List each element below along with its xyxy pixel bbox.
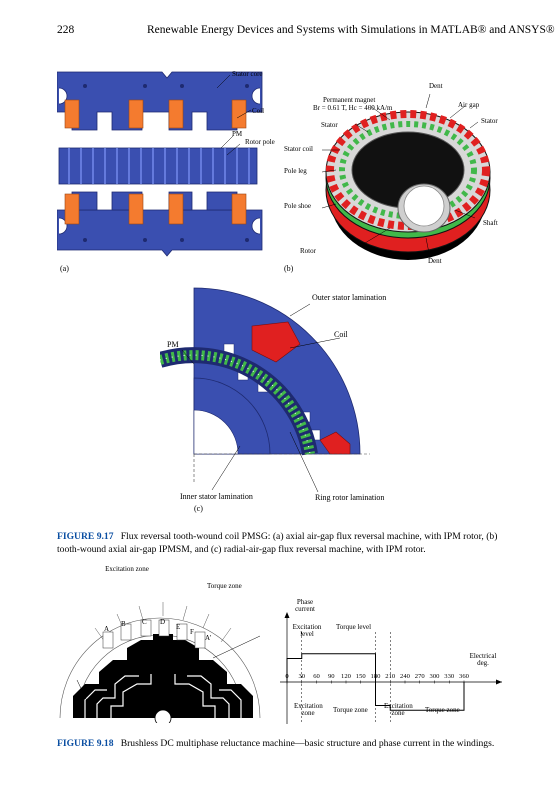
caption-figure-9-17: FIGURE 9.17 Flux reversal tooth-wound co… [57,531,503,557]
x-axis-arrow [496,679,502,685]
figure-number: FIGURE 9.17 [57,531,114,542]
label-dent-bottom: Dent [428,257,442,265]
panel-a-label: (a) [60,264,69,273]
label-torque-level: Torque level [336,623,372,631]
chart-ylabel: Phase current [295,598,315,614]
label-pole-shoe: Pole shoe [284,202,312,210]
x-tick-label: 30 [298,673,305,680]
figure-918-machine-structure [59,602,261,723]
label-excitation-zone-top: Excitation zone [105,565,149,573]
label-permanent-magnet: Permanent magnet [323,96,376,104]
x-tick-label: 270 [415,673,426,680]
x-tick-label: 210 [385,673,396,680]
label-torque-zone-top: Torque zone [207,582,242,590]
label-coil-a: Coil [252,107,265,115]
phase-letter-a: A [104,625,110,633]
x-tick-label: 330 [444,673,455,680]
label-pm-a: PM [232,130,243,138]
label-rotor-pole: Rotor pole [245,138,275,146]
running-title: Renewable Energy Devices and Systems wit… [147,24,555,36]
zone-label-4: Torque zone [425,706,460,714]
x-tick-label: 150 [356,673,367,680]
phase-letter-a-prime: A' [205,634,212,642]
panel-c-label: (c) [194,504,203,513]
x-tick-label: 300 [430,673,441,680]
label-pole-leg: Pole leg [284,167,307,175]
y-axis-arrow [284,612,290,618]
label-coil-c: Coil [334,330,348,339]
label-excitation-level: Excitation level [292,623,322,639]
panel-b-label: (b) [284,264,294,273]
x-tick-label: 240 [400,673,411,680]
label-magnet-spec: Br = 0.61 T, Hc = 460 kA/m [313,104,393,112]
phase-letter-f: F [190,628,194,636]
label-inner-stator: Inner stator lamination [180,492,253,501]
label-rotor: Rotor [300,247,316,255]
phase-letter-b: B [121,620,126,628]
zone-label-3: Excitation zone [384,702,413,718]
caption-text: Flux reversal tooth-wound coil PMSG: (a)… [57,531,498,555]
zone-label-2: Torque zone [333,706,368,714]
zone-label-1: Excitation zone [294,702,323,718]
label-shaft: Shaft [483,219,498,227]
caption-figure-9-18: FIGURE 9.18 Brushless DC multiphase relu… [57,738,507,751]
page-number: 228 [57,24,75,36]
figure-number: FIGURE 9.18 [57,738,114,749]
label-stator-coil: Stator coil [284,145,313,153]
label-dent-top: Dent [429,82,443,90]
x-tick-label: 90 [328,673,335,680]
x-tick-label: 360 [459,673,470,680]
x-tick-label: 60 [313,673,320,680]
label-stator-inner: Stator [321,121,338,129]
figure-c-radial-machine [160,287,370,492]
figure-b-axial-ipmsm [321,93,491,260]
phase-current-line [286,653,465,711]
chart-xlabel: Electrical deg. [469,652,497,668]
label-pm-c: PM [167,340,179,349]
label-ring-rotor: Ring rotor lamination [315,493,385,502]
label-air-gap: Air gap [458,101,480,109]
caption-text: Brushless DC multiphase reluctance machi… [120,738,495,749]
label-outer-stator: Outer stator lamination [312,293,387,302]
label-stator-outer: Stator [481,117,498,125]
phase-letter-c: C [142,618,147,626]
phase-letter-e: E [176,623,181,631]
phase-letter-d: D [160,618,166,626]
figure-a-axial-machine [57,71,263,257]
x-tick-label: 120 [341,673,352,680]
label-stator-core: Stator core [232,70,263,78]
